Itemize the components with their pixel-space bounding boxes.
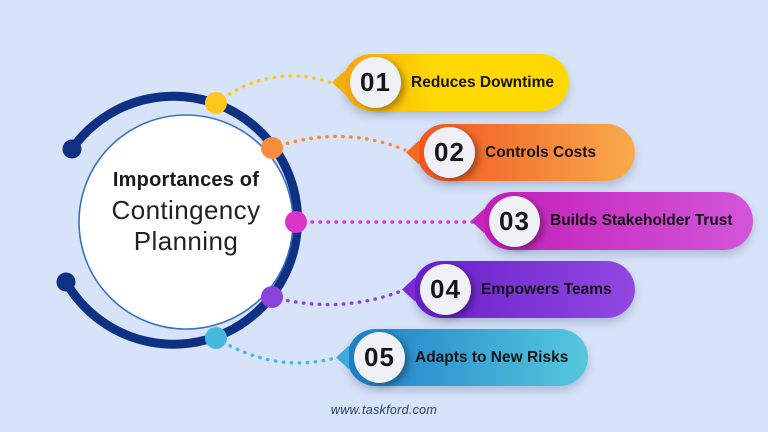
item-label-3: Builds Stakeholder Trust <box>550 212 733 229</box>
arc-dot-1 <box>205 92 227 114</box>
hub-title-line1: Importances of <box>112 169 260 191</box>
hub-title-line3: Planning <box>133 226 239 256</box>
connector-dotted-1 <box>214 74 333 105</box>
hub-title: Importances of Contingency Planning <box>76 169 296 257</box>
item-pill-1: 01 Reduces Downtime <box>332 54 569 111</box>
item-number-1: 01 <box>360 67 391 97</box>
item-pill-2: 02 Controls Costs <box>406 124 635 181</box>
item-number-badge-1: 01 <box>350 57 401 108</box>
item-label-4: Empowers Teams <box>481 280 612 298</box>
item-number-4: 04 <box>430 274 461 304</box>
arc-end-dot-top <box>62 139 82 159</box>
item-number-2: 02 <box>434 137 465 167</box>
item-number-badge-3: 03 <box>489 195 540 247</box>
arc-dot-5 <box>205 327 227 349</box>
item-number-badge-4: 04 <box>420 264 471 315</box>
item-label-2: Controls Costs <box>485 143 597 161</box>
hub-title-line2: Contingency <box>111 195 261 225</box>
item-pill-4: 04 Empowers Teams <box>402 261 635 318</box>
item-number-5: 05 <box>364 342 395 372</box>
item-label-1: Reduces Downtime <box>411 73 554 91</box>
arc-end-dot-bottom <box>56 272 76 292</box>
arc-dot-4 <box>261 286 283 308</box>
item-number-3: 03 <box>499 205 530 236</box>
arc-dot-3 <box>285 211 307 233</box>
connector-dotted-2 <box>270 134 407 152</box>
connector-dotted-5 <box>214 336 337 365</box>
item-number-badge-5: 05 <box>354 332 405 383</box>
website-url: www.taskford.com <box>330 403 438 417</box>
item-pill-3: 03 Builds Stakeholder Trust <box>471 192 753 250</box>
item-number-badge-2: 02 <box>424 127 475 178</box>
connector-dotted-4 <box>270 288 406 307</box>
item-pill-5: 05 Adapts to New Risks <box>336 329 588 386</box>
arc-dot-2 <box>261 137 283 159</box>
item-label-5: Adapts to New Risks <box>415 348 569 366</box>
